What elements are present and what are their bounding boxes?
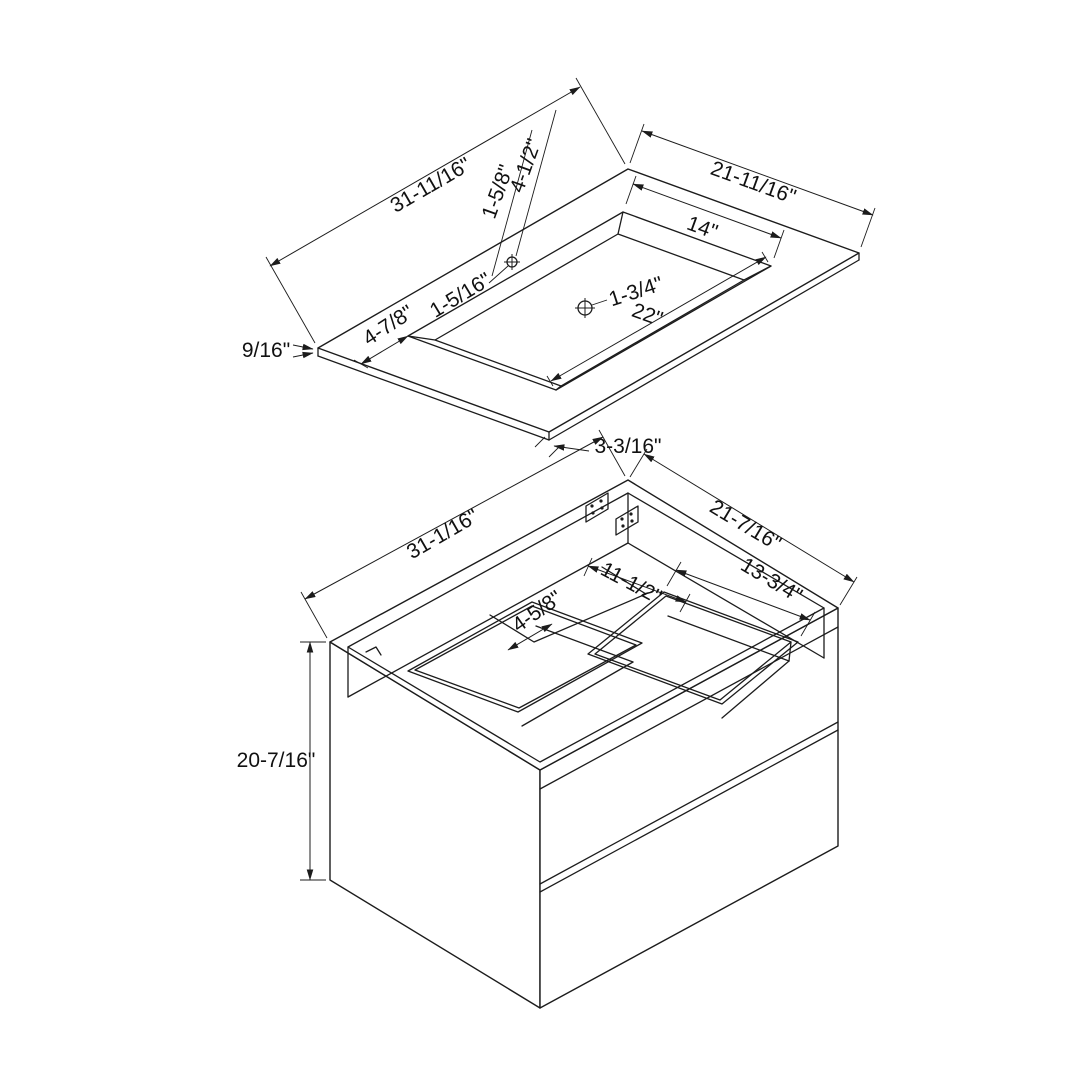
- dim-cabinet-width-label: 31-1/16": [403, 505, 483, 564]
- dim-faucet-offset-side-label: 1-5/8": [478, 162, 519, 222]
- dim-countertop-depth-label: 21-11/16": [708, 157, 799, 209]
- dim-countertop-width-label: 31-11/16": [387, 153, 475, 217]
- cabinet-drawing: 31-1/16" 21-7/16" 13-3/4" 11-1/2" 4-5/8": [237, 429, 858, 1009]
- dim-countertop-thickness: 9/16": [242, 339, 314, 362]
- dim-countertop-thickness-label: 9/16": [242, 339, 290, 362]
- dim-front-edge: 3-3/16": [534, 435, 662, 458]
- dim-cabinet-height: 20-7/16": [237, 641, 326, 881]
- dim-cabinet-height-label: 20-7/16": [237, 749, 316, 772]
- countertop-drawing: 31-11/16" 21-11/16" 14" 22" 4-7/8": [242, 77, 876, 458]
- right-drawer-box: [587, 591, 799, 719]
- dim-front-edge-label: 3-3/16": [595, 435, 662, 458]
- drawer-fronts: [539, 626, 839, 893]
